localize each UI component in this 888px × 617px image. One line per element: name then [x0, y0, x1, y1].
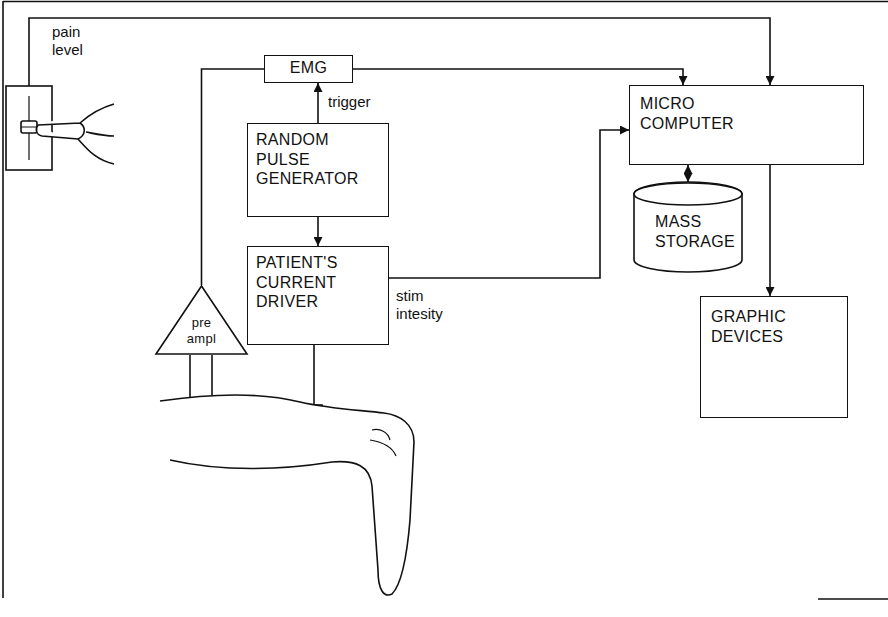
box-label: pre ampl [180, 315, 224, 347]
signal-name: trigger [326, 93, 390, 111]
box-label: PATIENT'S CURRENT DRIVER [256, 253, 388, 312]
process-box: EMG [264, 55, 353, 83]
signal-name: pain level [50, 23, 109, 60]
signal-connector [687, 165, 689, 182]
process-box: GRAPHIC DEVICES [700, 296, 848, 418]
process-box: RANDOM PULSE GENERATOR [247, 123, 389, 217]
signal-connector [389, 130, 629, 278]
signal-connector [317, 83, 319, 123]
hand [36, 104, 114, 164]
ankle-bone [372, 429, 390, 440]
box-label: RANDOM PULSE GENERATOR [256, 130, 388, 189]
stim-wire [313, 345, 315, 405]
electrode-wire [189, 355, 191, 401]
storage-cylinder: MASS STORAGE [633, 182, 743, 272]
frame-line [818, 598, 888, 600]
triangle-outline [156, 286, 247, 354]
box-label: MICRO COMPUTER [640, 94, 863, 133]
amplifier-triangle: pre ampl [155, 285, 248, 355]
frame-line [3, 1, 888, 3]
slider-knob-line [21, 127, 37, 128]
signal-name: stim intesity [394, 287, 468, 324]
pain-slider-box [6, 86, 52, 170]
signal-connector [317, 217, 319, 246]
frame-line [2, 1, 4, 598]
box-label: GRAPHIC DEVICES [711, 307, 847, 346]
slider-knob [21, 121, 37, 133]
cylinder-body [634, 182, 742, 272]
process-box: PATIENT'S CURRENT DRIVER [247, 246, 389, 345]
box-label: EMG [265, 58, 352, 78]
leg [160, 395, 414, 595]
cylinder-top [634, 183, 742, 205]
ankle-bone [370, 440, 396, 456]
pain-level-wire [29, 18, 770, 86]
electrode-wire [211, 355, 213, 398]
process-box: MICRO COMPUTER [629, 85, 864, 165]
signal-connector [353, 69, 683, 85]
signal-connector [769, 165, 771, 296]
box-label: MASS STORAGE [655, 212, 743, 251]
